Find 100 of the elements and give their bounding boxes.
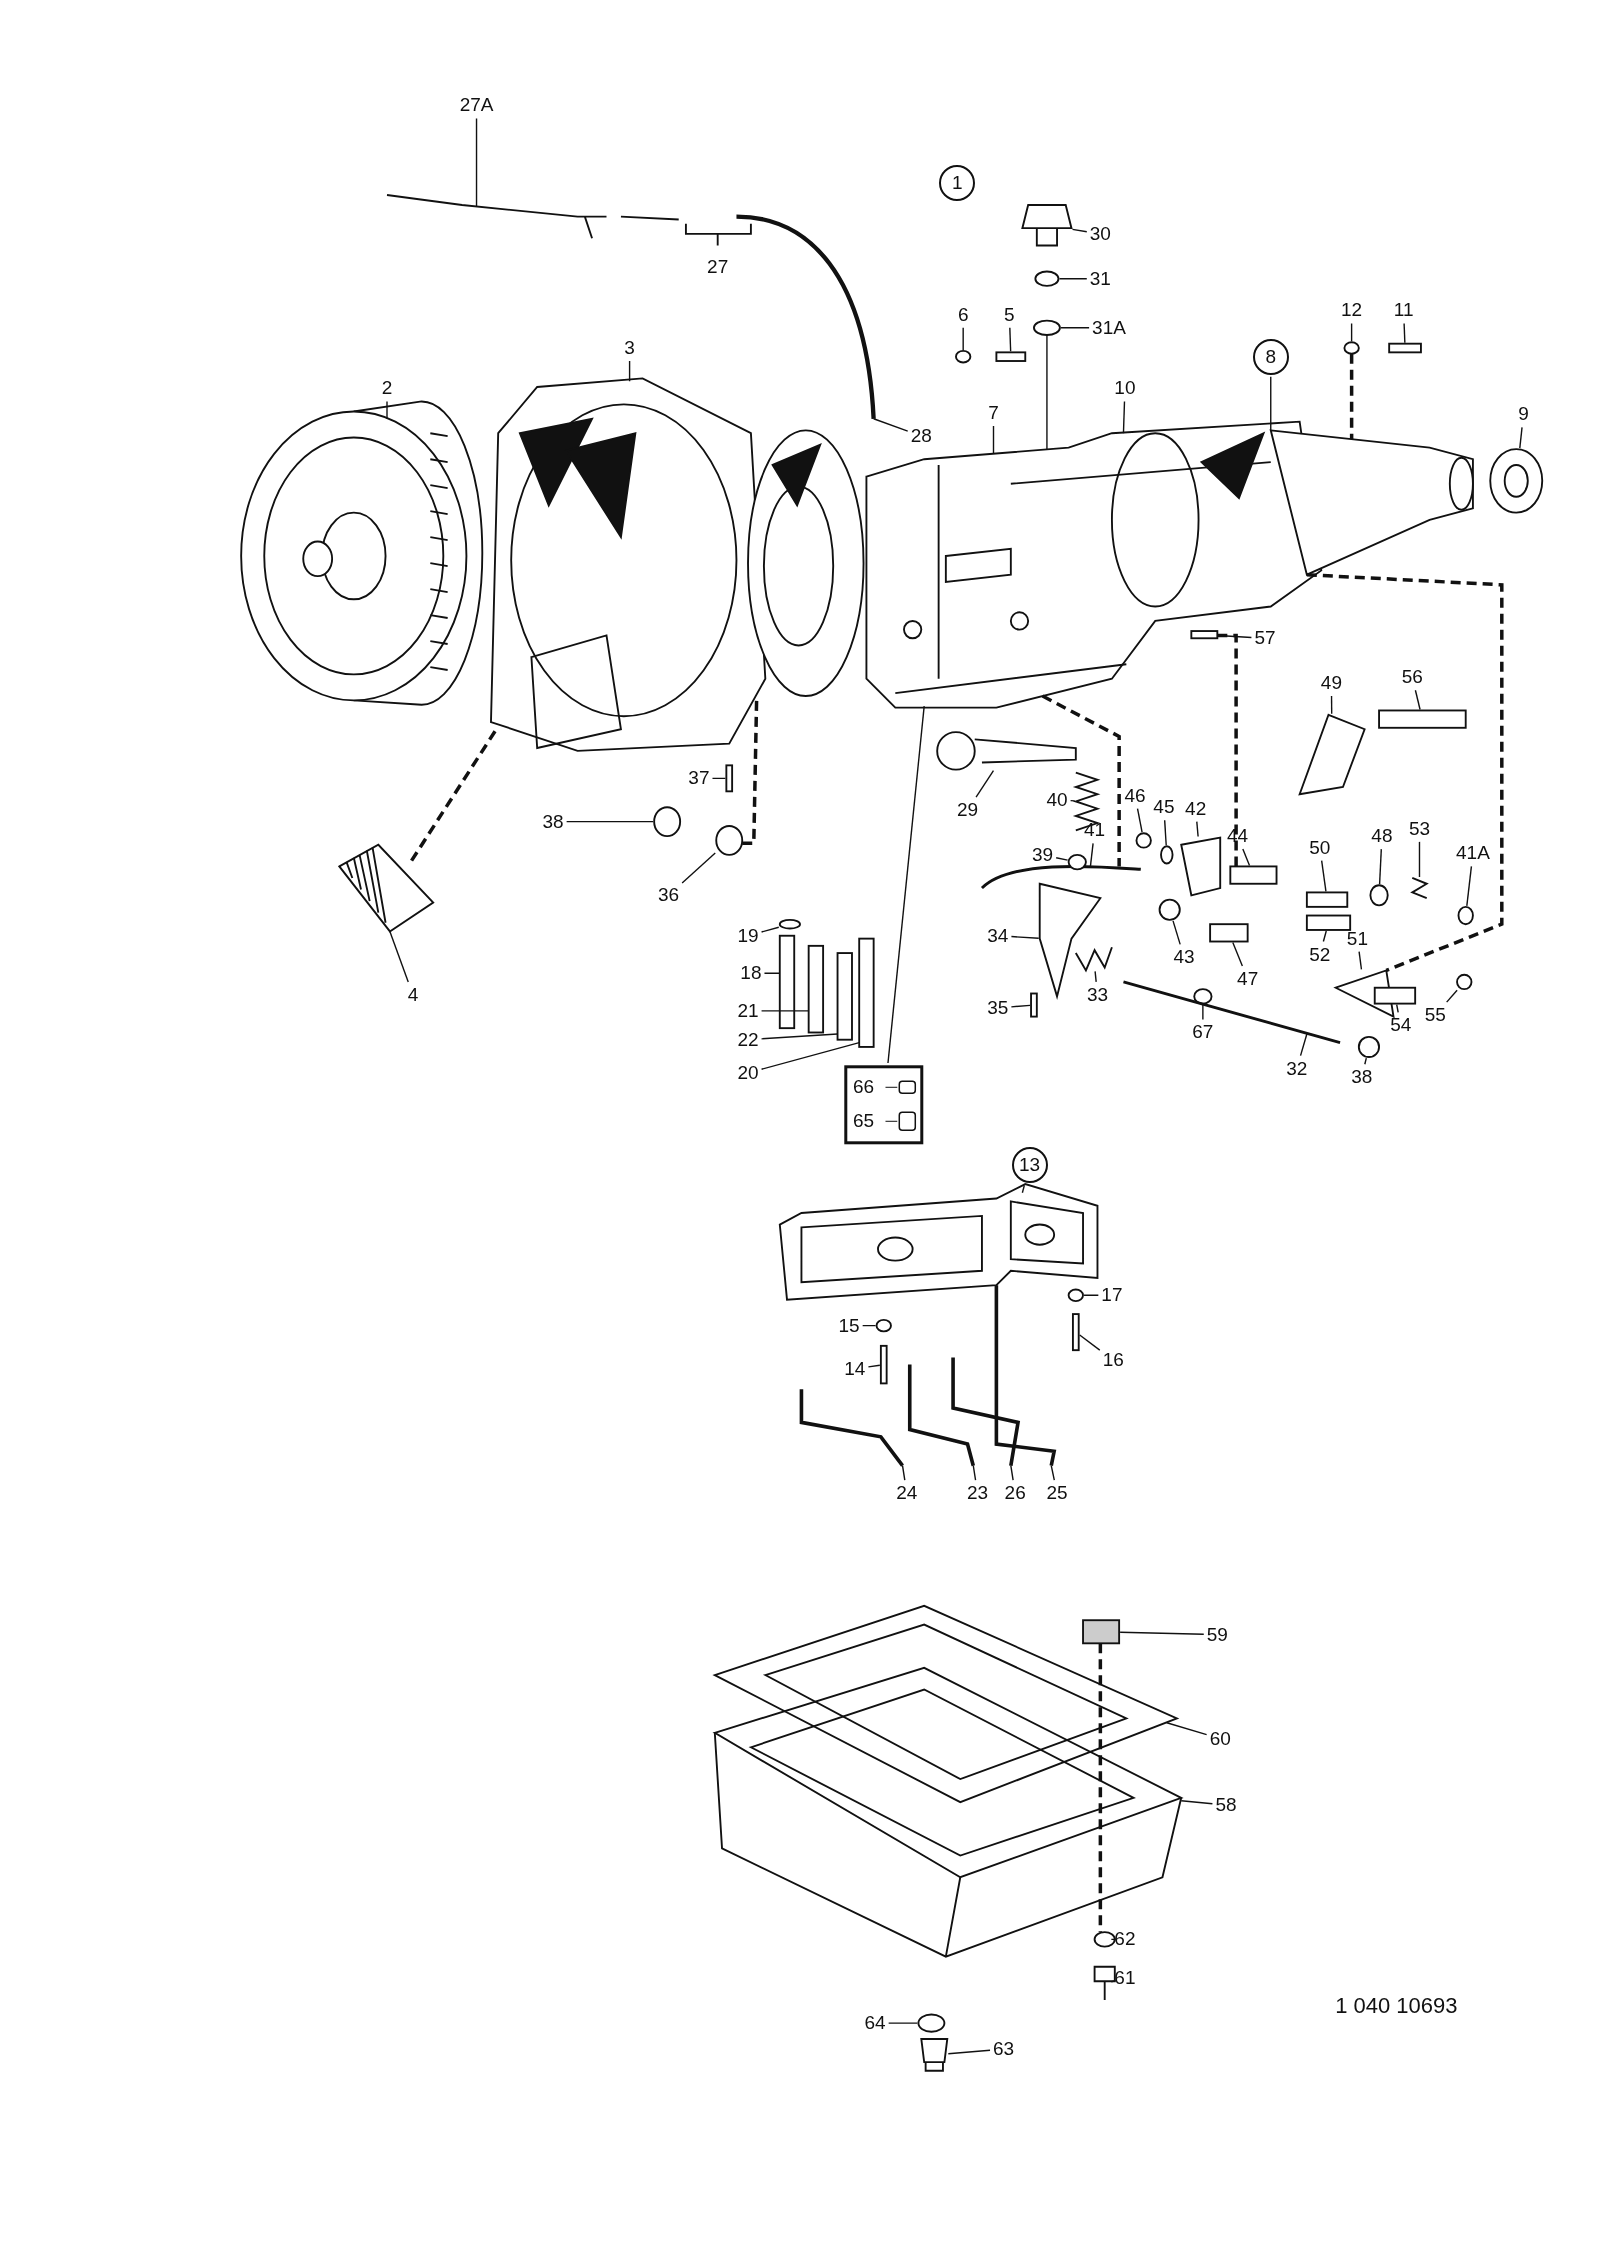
- callout-number: 36: [657, 884, 681, 907]
- leader-line: [1046, 334, 1048, 450]
- leader-line: [1242, 848, 1251, 867]
- callout-number: 56: [1400, 666, 1424, 689]
- gasket-drawing: [712, 1604, 1180, 1804]
- leader-line: [386, 400, 388, 420]
- callout-number: 53: [1407, 817, 1432, 840]
- leader-line: [1166, 1722, 1208, 1736]
- leader-line: [1069, 799, 1076, 802]
- leader-line: [1232, 941, 1244, 967]
- leader-line: [763, 972, 781, 974]
- clip-drawing: [1369, 884, 1389, 907]
- extension-housing-drawing: [1269, 429, 1474, 577]
- lever-drawing: [1298, 713, 1366, 796]
- washer-drawing: [1093, 1931, 1116, 1948]
- leader-line: [1414, 689, 1421, 711]
- screw-drawing: [879, 1344, 888, 1385]
- leader-line: [1010, 1004, 1031, 1008]
- callout-number: 42: [1184, 797, 1208, 820]
- leader-line: [972, 1465, 977, 1481]
- callout-number: 65: [853, 1110, 875, 1132]
- bolt-drawing: [1388, 342, 1422, 354]
- pin-drawing: [1305, 891, 1349, 908]
- leader-line: [1122, 400, 1126, 434]
- washer-drawing: [875, 1318, 892, 1333]
- leader-line: [1320, 859, 1327, 893]
- leader-line: [760, 1041, 860, 1070]
- leader-line: [1396, 1003, 1399, 1013]
- seal-ring-drawing: [1489, 448, 1544, 514]
- converter-housing-drawing: [490, 377, 767, 752]
- leader-line: [992, 425, 995, 455]
- callout-number: 33: [1085, 983, 1110, 1006]
- leader-line: [1418, 841, 1421, 878]
- pipe-drawing: [907, 1364, 976, 1467]
- oil-pan-drawing: [712, 1666, 1184, 1958]
- leader-line: [1306, 573, 1504, 973]
- callout-number: 21: [736, 999, 760, 1022]
- leader-line: [1446, 989, 1458, 1003]
- callout-number: 5: [1003, 303, 1016, 326]
- circled-callout-number: 8: [1252, 338, 1289, 375]
- leader-line: [1041, 694, 1121, 867]
- callout-number: 49: [1319, 672, 1343, 695]
- leader-line: [565, 820, 654, 823]
- callout-number: 39: [1031, 843, 1055, 866]
- leader-line: [1058, 278, 1088, 280]
- callout-number: 15: [837, 1314, 861, 1337]
- leader-line: [1083, 1294, 1100, 1296]
- callout-number: 17: [1100, 1284, 1124, 1307]
- switch-drawing: [1021, 204, 1073, 247]
- callout-number: 63: [992, 2038, 1016, 2061]
- callout-number: 16: [1101, 1349, 1125, 1372]
- callout-number: 43: [1172, 946, 1196, 969]
- callout-number: 55: [1423, 1004, 1447, 1027]
- leader-line: [1055, 857, 1069, 861]
- callout-number: 9: [1517, 403, 1530, 426]
- callout-number: 7: [987, 402, 1000, 424]
- leader-line: [1071, 228, 1088, 233]
- rod-drawing: [1378, 709, 1467, 729]
- callout-number: 59: [1205, 1623, 1229, 1646]
- callout-number: 28: [909, 425, 933, 448]
- leader-line: [901, 1465, 906, 1481]
- leader-line: [1119, 1631, 1205, 1635]
- torque-converter-drawing: [240, 400, 484, 706]
- ring-drawing: [778, 918, 801, 930]
- leader-line: [628, 360, 631, 382]
- rubber-mount-drawing: [715, 825, 744, 856]
- leader-line: [887, 2022, 919, 2024]
- ring-drawing: [1456, 973, 1473, 991]
- rod-drawing: [981, 864, 1141, 890]
- leader-line: [1009, 327, 1012, 353]
- leader-line: [711, 777, 727, 780]
- washer-drawing: [1067, 1288, 1084, 1302]
- callout-number: 27A: [458, 94, 495, 117]
- pin-drawing: [1373, 986, 1417, 1005]
- leader-line: [1110, 1938, 1117, 1941]
- callout-number: 67: [1191, 1021, 1215, 1044]
- leader-line: [872, 418, 909, 432]
- callout-number: 26: [1003, 1482, 1027, 1505]
- callout-number: 50: [1308, 836, 1332, 859]
- leader-line: [1217, 633, 1238, 867]
- callout-number: 47: [1236, 968, 1260, 991]
- bracket-drawing: [936, 731, 1077, 771]
- screw-drawing: [1072, 1313, 1080, 1352]
- leader-line: [681, 852, 716, 884]
- callout-number: 31: [1088, 267, 1112, 290]
- bushing-drawing: [1357, 1035, 1380, 1058]
- bolt-drawing: [995, 351, 1027, 362]
- leader-line: [962, 327, 964, 351]
- pin-drawing: [1209, 923, 1249, 943]
- callout-number: 40: [1045, 789, 1069, 811]
- clip-drawing: [1457, 905, 1474, 926]
- callout-number: 41A: [1455, 842, 1491, 865]
- leader-line: [1050, 1465, 1055, 1481]
- leader-line: [1196, 820, 1199, 838]
- leader-line: [1010, 1465, 1014, 1481]
- leader-line: [1466, 865, 1473, 907]
- leader-line: [1094, 970, 1097, 983]
- callout-number: 12: [1340, 299, 1364, 322]
- leader-line: [1060, 327, 1090, 329]
- pin-drawing: [1229, 865, 1278, 885]
